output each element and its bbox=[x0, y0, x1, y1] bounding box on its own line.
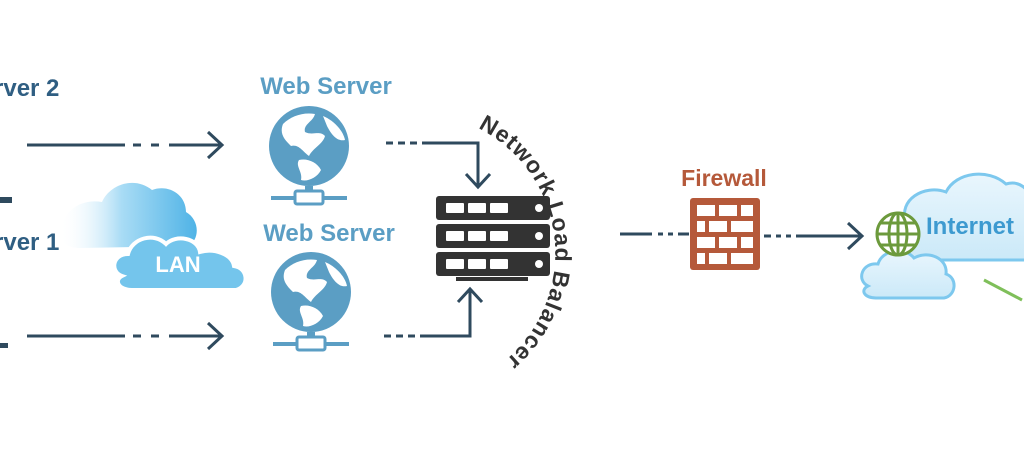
internet-label: Internet bbox=[926, 213, 1014, 240]
connector-top-web-to-nlb bbox=[386, 141, 492, 190]
server-2-label: rver 2 bbox=[0, 75, 59, 102]
load-balancer-rack-icon bbox=[436, 196, 550, 281]
web-server-top-label: Web Server bbox=[260, 73, 392, 100]
server-1-label: rver 1 bbox=[0, 229, 59, 256]
firewall-brick-icon bbox=[690, 198, 760, 270]
edge-stub-mid bbox=[0, 197, 12, 203]
edge-stub-bottom bbox=[0, 343, 8, 348]
internet-green-link bbox=[983, 278, 1023, 302]
web-server-top-globe-icon bbox=[269, 106, 349, 206]
arrow-server1-to-web bbox=[27, 321, 225, 351]
globe-icon bbox=[875, 211, 921, 257]
arrow-server2-to-web bbox=[27, 130, 225, 160]
web-server-bottom-label: Web Server bbox=[263, 220, 395, 247]
lan-label: LAN bbox=[155, 252, 200, 277]
web-server-bottom-globe-icon bbox=[271, 252, 351, 352]
internet-cloud-icon bbox=[860, 172, 1024, 300]
connector-bottom-web-to-nlb bbox=[384, 286, 484, 338]
connector-firewall-to-internet bbox=[764, 221, 865, 251]
firewall-label: Firewall bbox=[681, 165, 767, 191]
lan-cloud-icon bbox=[59, 182, 248, 292]
